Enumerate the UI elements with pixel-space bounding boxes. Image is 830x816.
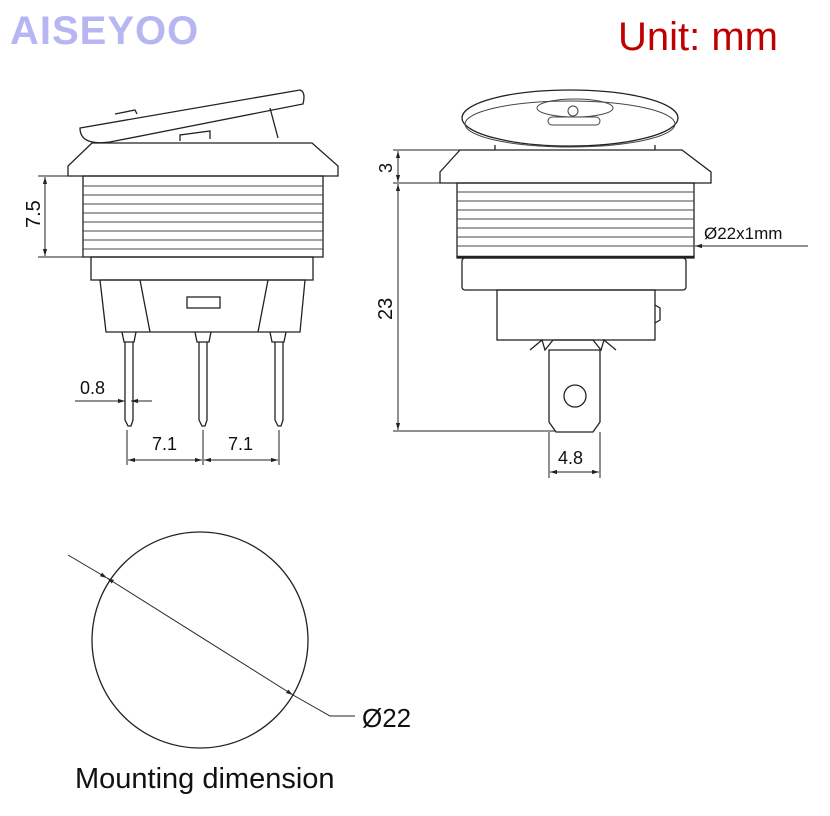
unit-label: Unit: mm: [618, 15, 778, 59]
mounting-hole: Ø22 Mounting dimension: [67, 531, 411, 795]
bezel: [67, 142, 339, 177]
body-height-dim: 23: [375, 298, 397, 320]
front-view: 3 23 Ø22x1mm 4.8: [375, 89, 808, 478]
terminal-tab: [548, 349, 601, 433]
pins: [121, 331, 287, 427]
hole-diameter-label: Ø22: [362, 703, 411, 733]
switch-base: [99, 279, 306, 333]
pin-pitch-left-dim: 7.1: [152, 434, 177, 454]
actuator-cap: [461, 89, 679, 147]
terminal-width-dim: 4.8: [558, 448, 583, 468]
pin-pitch-right-dim: 7.1: [228, 434, 253, 454]
mounting-caption: Mounting dimension: [75, 763, 335, 795]
thread-length-dim: 7.5: [23, 200, 45, 228]
side-view: 7.5 0.8 7.1 7.1: [23, 89, 339, 465]
front-bezel: [439, 149, 712, 184]
rocker-actuator: [79, 89, 305, 144]
bezel-height-dim: 3: [376, 163, 396, 173]
threaded-body: [82, 175, 324, 258]
front-threaded-body: [456, 182, 695, 259]
pin-width-dim: 0.8: [80, 378, 105, 398]
mounting-circle: [91, 531, 309, 749]
lower-ring: [90, 256, 314, 281]
thread-spec-label: Ø22x1mm: [704, 224, 782, 243]
brand-logo: AISEYOO: [10, 9, 199, 53]
